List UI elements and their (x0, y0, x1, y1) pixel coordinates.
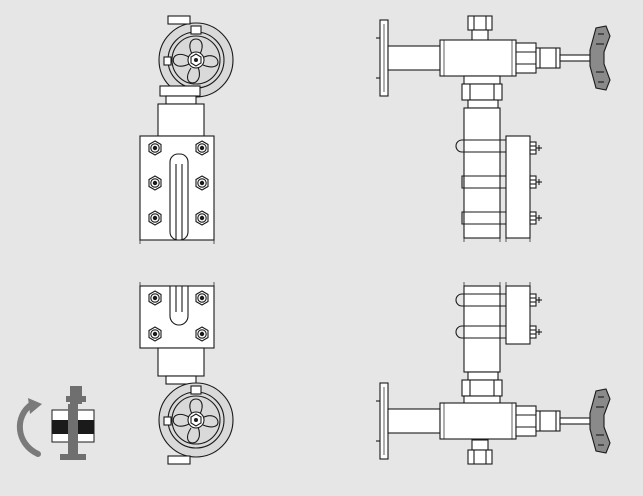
front-view-top-valve (139, 15, 234, 244)
rotate-arrow-icon (16, 386, 95, 460)
front-view-bottom-valve (139, 282, 234, 465)
side-view-top-valve (375, 15, 611, 242)
side-view-bottom-valve (375, 282, 611, 465)
